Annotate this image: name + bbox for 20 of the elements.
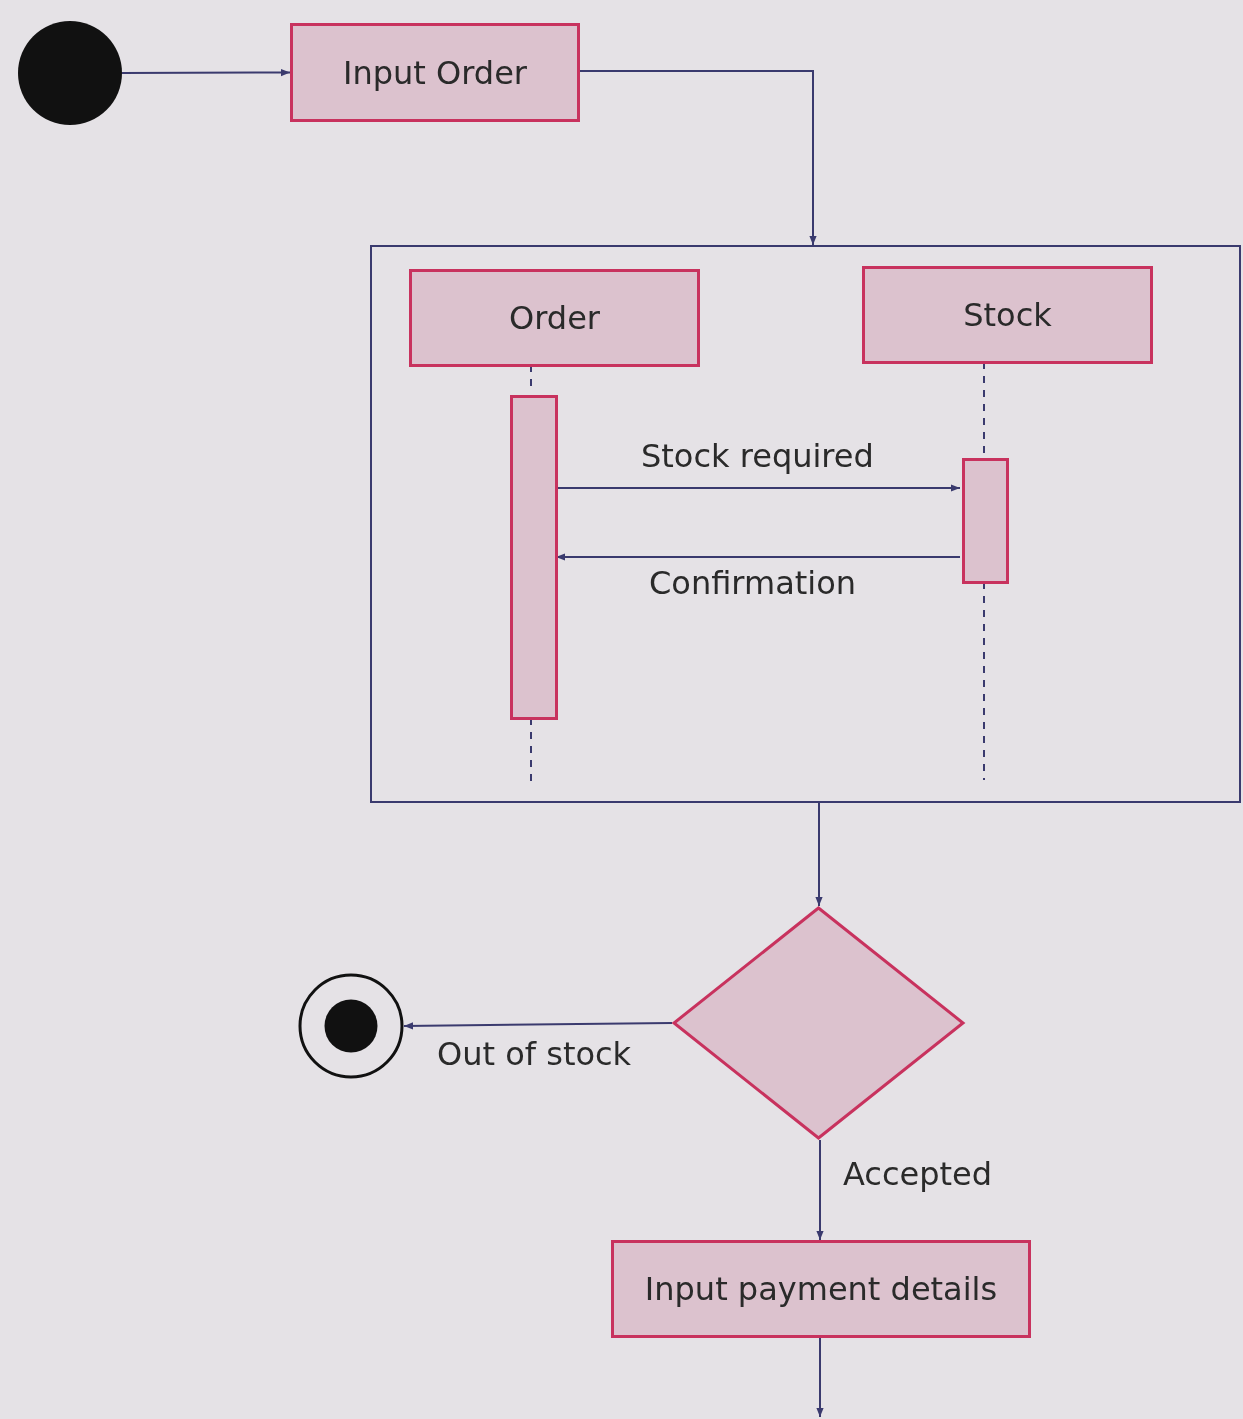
activity-box [409, 269, 700, 367]
box-label: Order [509, 299, 600, 337]
arrow [816, 1337, 824, 1418]
box-label: Input payment details [644, 1270, 998, 1308]
activation-bar [962, 458, 1009, 584]
activity-box [862, 266, 1153, 364]
activity-box [611, 1240, 1031, 1338]
activation-bar [510, 395, 558, 720]
arrow [121, 68, 291, 77]
arrow [403, 1022, 673, 1030]
activity-box [290, 23, 580, 122]
arrow [816, 1139, 824, 1241]
frame-box [370, 245, 1241, 803]
arrow [579, 70, 817, 246]
box-label: Input Order [343, 53, 527, 92]
arrow [815, 802, 823, 907]
decision-diamond [672, 906, 965, 1140]
box-label: Stock [963, 296, 1052, 334]
initial-node [18, 21, 122, 125]
final-node [298, 973, 404, 1079]
